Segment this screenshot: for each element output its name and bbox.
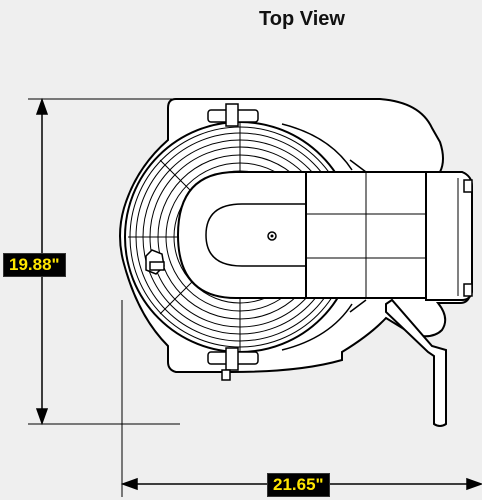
grille-clamps xyxy=(207,103,259,381)
width-dimension-label: 21.65" xyxy=(267,473,330,497)
center-screw xyxy=(267,231,277,241)
housing-block xyxy=(305,171,427,299)
extension-lines xyxy=(28,98,180,497)
end-cap xyxy=(425,171,473,301)
height-dimension-label: 19.88" xyxy=(3,253,66,277)
motor-cover xyxy=(176,171,307,299)
housing-details xyxy=(281,123,367,351)
view-title: Top View xyxy=(259,8,345,30)
handle xyxy=(385,298,447,427)
side-knob xyxy=(145,249,165,275)
